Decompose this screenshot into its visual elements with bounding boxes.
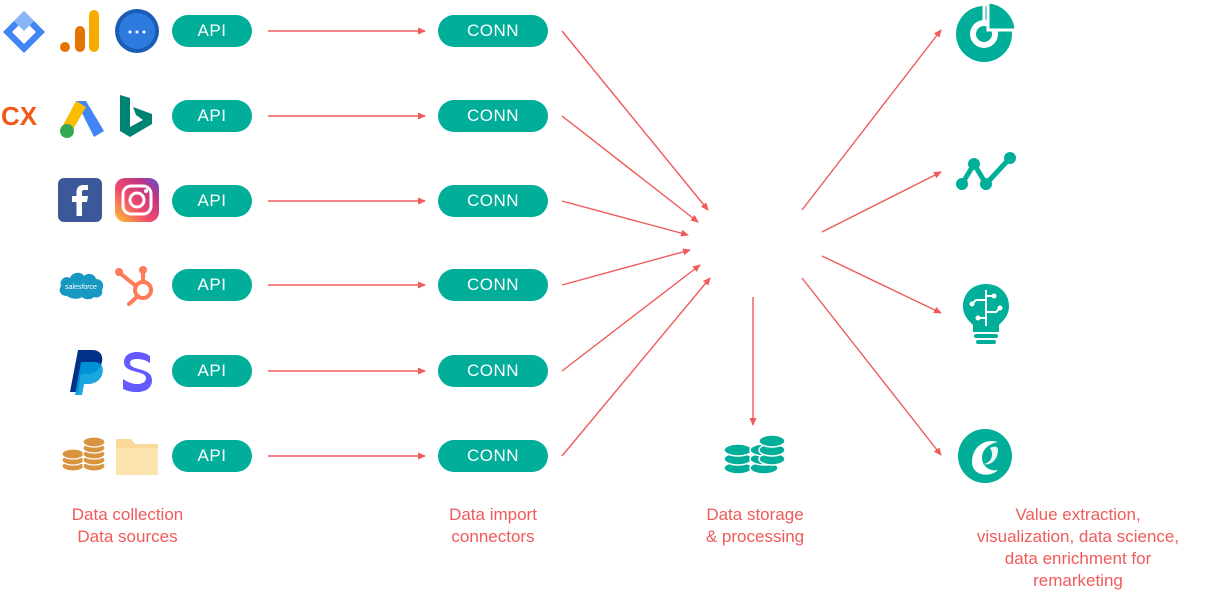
- caption-line: data enrichment for: [1004, 549, 1152, 568]
- messaging-app-icon: [114, 8, 160, 54]
- conn-pill: CONN: [438, 185, 548, 217]
- line-graph-icon: [954, 150, 1018, 194]
- api-pill: API: [172, 355, 252, 387]
- circular-logo-icon: [954, 428, 1018, 484]
- caption-storage: Data storage & processing: [685, 504, 825, 548]
- conn-pill: CONN: [438, 355, 548, 387]
- arrow-conn-to-hub: [561, 248, 691, 286]
- facebook-icon: [58, 178, 102, 222]
- hubspot-icon: [113, 262, 161, 308]
- caption-line: Data storage: [706, 505, 804, 524]
- caption-connectors: Data import connectors: [423, 504, 563, 548]
- caption-line: Data collection: [71, 505, 184, 524]
- salesforce-icon: salesforce: [57, 268, 105, 302]
- conn-pill: CONN: [438, 15, 548, 47]
- bing-icon: [116, 93, 156, 139]
- arrow-hub-to-output: [801, 277, 942, 456]
- caption-line: Data sources: [77, 527, 178, 546]
- caption-line: Value extraction,: [1015, 505, 1141, 524]
- conn-pill: CONN: [438, 100, 548, 132]
- arrow-hub-to-output: [801, 29, 942, 211]
- caption-line: & processing: [705, 527, 805, 546]
- google-ads-icon: [58, 95, 106, 139]
- folder-icon: [113, 433, 161, 477]
- arrow-conn-to-hub: [561, 264, 701, 372]
- caption-line: remarketing: [1033, 571, 1123, 590]
- arrow-hub-to-output: [821, 171, 942, 233]
- database-icon: [722, 433, 788, 477]
- conn-pill: CONN: [438, 440, 548, 472]
- arrow-conn-to-hub: [561, 30, 709, 211]
- api-pill: API: [172, 15, 252, 47]
- cx-logo-icon: CX: [0, 100, 48, 132]
- instagram-icon: [115, 178, 159, 222]
- coins-icon: [58, 436, 108, 476]
- api-pill: API: [172, 269, 252, 301]
- google-analytics-icon: [58, 8, 104, 54]
- arrow-conn-to-hub: [561, 277, 711, 457]
- caption-line: Data import: [449, 505, 537, 524]
- arrow-conn-to-hub: [561, 200, 689, 237]
- arrow-conn-to-hub: [561, 115, 699, 223]
- caption-data-collection: Data collection Data sources: [50, 504, 205, 548]
- conn-pill: CONN: [438, 269, 548, 301]
- lightbulb-brain-icon: [958, 282, 1014, 348]
- pie-chart-icon: [954, 0, 1018, 64]
- api-pill: API: [172, 100, 252, 132]
- arrows: [268, 27, 942, 460]
- arrow-hub-to-output: [821, 255, 942, 314]
- api-pill: API: [172, 440, 252, 472]
- caption-value-extraction: Value extraction, visualization, data sc…: [948, 504, 1207, 592]
- google-tag-manager-icon: [0, 8, 48, 56]
- caption-line: connectors: [451, 527, 535, 546]
- caption-line: visualization, data science,: [976, 527, 1180, 546]
- salesforce-logo-text: salesforce: [65, 284, 97, 291]
- paypal-icon: [62, 348, 106, 396]
- api-pill: API: [172, 185, 252, 217]
- stripe-icon: [119, 348, 157, 394]
- cx-logo-text: CX: [1, 101, 38, 131]
